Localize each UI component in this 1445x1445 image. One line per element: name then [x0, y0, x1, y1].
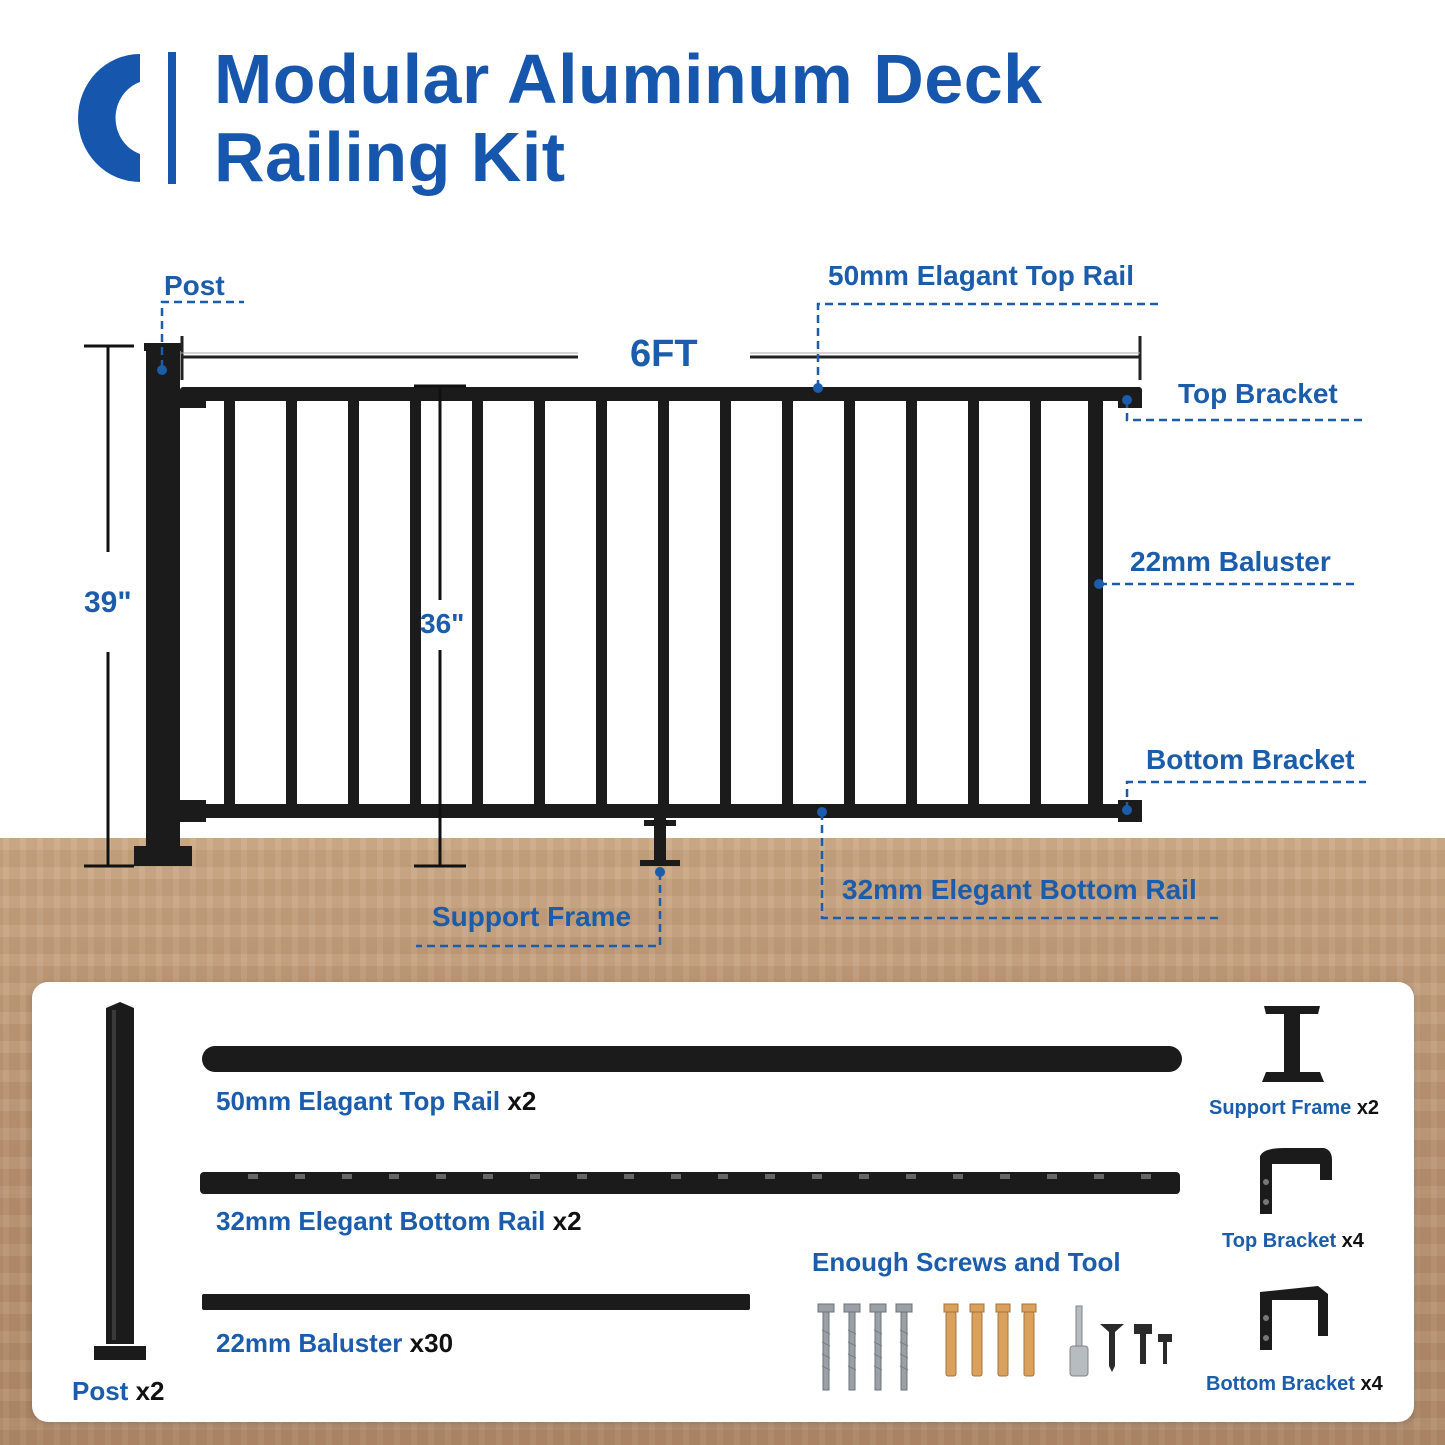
wood-screw-icon — [1100, 1324, 1124, 1372]
bottom-rail — [180, 804, 1142, 818]
rail-hole — [295, 1174, 305, 1179]
socket-tool-icon — [1069, 1305, 1089, 1377]
post-base — [134, 846, 192, 866]
kit-post-image — [94, 1002, 146, 1360]
kit-bottom-bracket-image — [1260, 1286, 1328, 1350]
baluster — [844, 401, 855, 804]
rail-hole — [1047, 1174, 1057, 1179]
baluster — [410, 401, 421, 804]
kit-post-label: Post x2 — [72, 1376, 165, 1406]
lag-screw-icon — [895, 1303, 913, 1391]
baluster — [534, 401, 545, 804]
rail-hole — [1141, 1174, 1151, 1179]
rail-hole — [530, 1174, 540, 1179]
baluster — [720, 401, 731, 804]
callout-baluster: 22mm Baluster — [1130, 546, 1331, 577]
page-title: Modular Aluminum Deck Railing Kit — [214, 40, 1043, 196]
baluster — [224, 401, 235, 804]
rail-hole — [1000, 1174, 1010, 1179]
rail-hole — [342, 1174, 352, 1179]
rail-hole — [812, 1174, 822, 1179]
kit-bottom-rail-label: 32mm Elegant Bottom Rail x2 — [216, 1206, 582, 1236]
kit-baluster-label: 22mm Baluster x30 — [216, 1328, 454, 1358]
rail-hole — [718, 1174, 728, 1179]
kit-baluster-image — [202, 1294, 750, 1310]
kit-top-bracket-label: Top Bracket x4 — [1222, 1230, 1364, 1252]
rail-hole — [953, 1174, 963, 1179]
anchor-bolt-icon — [943, 1303, 959, 1377]
callout-bottom-bracket: Bottom Bracket — [1146, 744, 1355, 775]
rail-hole — [389, 1174, 399, 1179]
kit-top-rail-label: 50mm Elagant Top Rail x2 — [216, 1086, 537, 1116]
c-logo-icon — [78, 52, 176, 184]
lag-screw-icon — [843, 1303, 861, 1391]
anchor-bolt-icon — [969, 1303, 985, 1377]
baluster — [596, 401, 607, 804]
baluster — [348, 401, 359, 804]
baluster — [906, 401, 917, 804]
anchor-bolt-icon — [1021, 1303, 1037, 1377]
balusters — [224, 401, 1103, 804]
baluster — [1030, 401, 1041, 804]
kit-top-rail-image — [202, 1046, 1182, 1072]
baluster — [968, 401, 979, 804]
title-line-2: Railing Kit — [214, 118, 566, 196]
kit-top-bracket-image — [1260, 1148, 1332, 1214]
rail-hole — [624, 1174, 634, 1179]
support-frame — [654, 818, 666, 862]
width-dimension: 6FT — [630, 333, 698, 375]
railing-diagram — [84, 300, 1366, 948]
kit-screws-image — [817, 1303, 1172, 1391]
hex-screw-icon — [1134, 1324, 1172, 1364]
rail-hole — [765, 1174, 775, 1179]
baluster — [286, 401, 297, 804]
rail-hole — [577, 1174, 587, 1179]
rail-hole — [859, 1174, 869, 1179]
baluster — [782, 401, 793, 804]
kit-bottom-bracket-label: Bottom Bracket x4 — [1206, 1373, 1383, 1395]
baluster — [1088, 401, 1099, 804]
kit-support-frame-label: Support Frame x2 — [1209, 1097, 1380, 1119]
callout-support-frame: Support Frame — [432, 901, 632, 932]
rail-hole — [906, 1174, 916, 1179]
kit-support-frame-image — [1262, 1006, 1324, 1082]
rail-hole — [248, 1174, 258, 1179]
post-height-dimension: 39" — [84, 586, 132, 619]
title-line-1: Modular Aluminum Deck — [214, 40, 1043, 118]
anchor-bolt-icon — [995, 1303, 1011, 1377]
top-rail — [180, 387, 1142, 401]
bottom-rail-holes — [248, 1174, 1151, 1179]
rail-hole — [671, 1174, 681, 1179]
post — [146, 347, 180, 847]
baluster — [658, 401, 669, 804]
callout-bottom-rail: 32mm Elegant Bottom Rail — [842, 874, 1197, 905]
callout-top-bracket: Top Bracket — [1178, 378, 1338, 409]
kit-screws-label: Enough Screws and Tool — [812, 1247, 1121, 1277]
lag-screw-icon — [817, 1303, 835, 1391]
callout-post: Post — [164, 270, 225, 301]
baluster — [472, 401, 483, 804]
rail-hole — [483, 1174, 493, 1179]
callout-top-rail: 50mm Elagant Top Rail — [828, 260, 1134, 291]
rail-height-dimension: 36" — [420, 608, 465, 639]
lag-screw-icon — [869, 1303, 887, 1391]
rail-hole — [1094, 1174, 1104, 1179]
rail-hole — [436, 1174, 446, 1179]
